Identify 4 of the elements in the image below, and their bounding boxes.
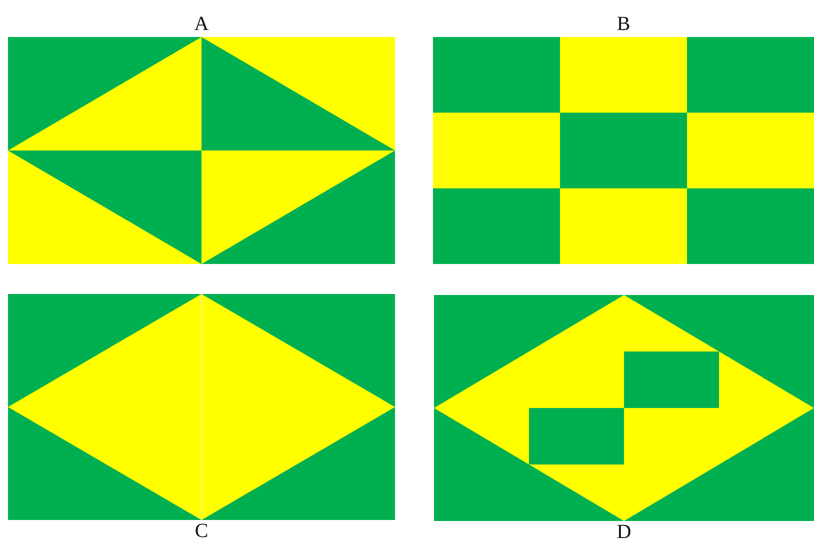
flag-label: A (194, 13, 209, 37)
flag-label: C (194, 520, 208, 544)
flag-label: D (616, 521, 632, 545)
flag-label: B (616, 13, 630, 37)
